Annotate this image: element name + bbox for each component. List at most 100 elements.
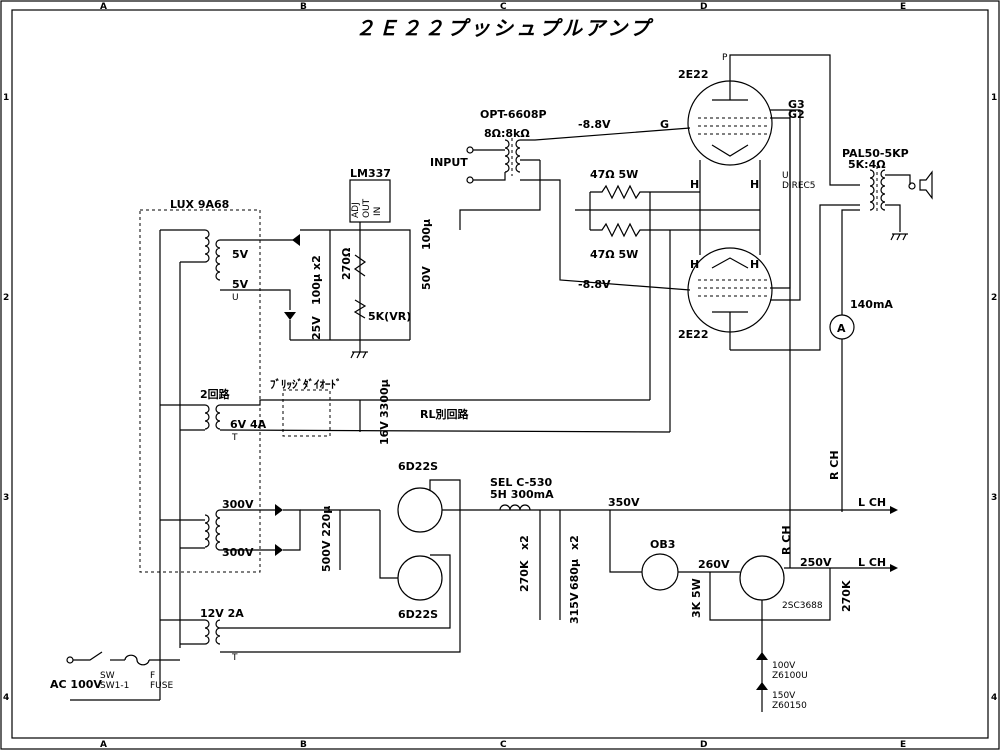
- input-jack-hot[interactable]: [466, 146, 474, 154]
- label-ac100: AC 100V: [50, 678, 102, 691]
- resistor-47-top: [590, 184, 700, 200]
- grid-row-4-left: 4: [3, 693, 9, 703]
- label-140ma: 140mA: [850, 298, 893, 311]
- label-cap100u: 100μ: [420, 219, 433, 250]
- grid-col-a-bot: A: [100, 740, 107, 750]
- label-adj: ADJ: [351, 202, 361, 218]
- label-rch-vert: R CH: [828, 450, 841, 480]
- label-opt-imp: 8Ω:8kΩ: [484, 127, 530, 140]
- label-in: IN: [373, 207, 383, 216]
- grid-col-b-top: B: [300, 2, 307, 12]
- label-r270: 270Ω: [340, 247, 353, 280]
- label-tr: 2SC3688: [782, 601, 823, 611]
- label-bias-top: -8.8V: [578, 118, 611, 131]
- label-g: G: [660, 118, 669, 131]
- wire-plate-top: [729, 54, 860, 186]
- grid-row-3-left: 3: [3, 493, 9, 503]
- label-rch-2: R CH: [780, 525, 793, 555]
- label-sw1: SW1-1: [100, 681, 129, 691]
- label-lux: LUX 9A68: [170, 198, 229, 211]
- grid-row-2-left: 2: [3, 293, 9, 303]
- inner-frame: [11, 9, 989, 739]
- wire-g2: [770, 109, 801, 301]
- label-out: OUT: [362, 198, 372, 218]
- diode-icon-hv-a: [275, 504, 283, 516]
- grid-row-1-left: 1: [3, 93, 9, 103]
- label-z60150: Z60150: [772, 701, 807, 711]
- diagram-title: ２Ｅ２２プッシュプルアンプ: [355, 16, 654, 40]
- grid-row-4-right: 4: [991, 693, 997, 703]
- grid-col-d-bot: D: [700, 740, 707, 750]
- zener-icon-150v: [756, 682, 768, 690]
- arrow-lch-2: [890, 564, 898, 572]
- label-h2: H: [750, 178, 759, 191]
- bridge-diode: [282, 389, 331, 437]
- label-pal-imp: 5K:4Ω: [848, 158, 886, 171]
- label-5v-b: 5V: [232, 278, 249, 291]
- label-16v: 16V: [378, 421, 391, 445]
- input-jack-gnd[interactable]: [466, 176, 474, 184]
- fuse-icon: [124, 654, 150, 666]
- resistor-47-bot: [590, 222, 760, 238]
- label-r47b: 47Ω 5W: [590, 248, 638, 261]
- label-choke: 5H 300mA: [490, 488, 554, 501]
- diode-icon-5v-b: [284, 312, 296, 320]
- label-lch-1: L CH: [858, 496, 886, 509]
- label-g3: G3: [788, 98, 805, 111]
- label-sw: SW: [100, 671, 115, 681]
- label-ammeter: A: [837, 322, 846, 335]
- lm337-regulator: [349, 179, 391, 223]
- transistor-2sc3688: [739, 555, 785, 601]
- label-x2b: x2: [518, 535, 531, 550]
- label-2circ: 2回路: [200, 387, 231, 401]
- wire-grid-top: [520, 127, 691, 141]
- power-switch[interactable]: [73, 651, 103, 661]
- grid-col-b-bot: B: [300, 740, 307, 750]
- label-t2: T: [231, 653, 238, 663]
- zener-icon-100v: [756, 652, 768, 660]
- label-6v4a: 6V 4A: [230, 418, 267, 431]
- label-6d22s-bot: 6D22S: [398, 608, 438, 621]
- grid-labels: A B C D E A B C D E 1 2 3 4 1 2 3 4: [3, 2, 997, 750]
- tube-ob3: [641, 553, 679, 591]
- label-direc5: DIREC5: [782, 181, 816, 191]
- label-h3: H: [690, 258, 699, 271]
- label-z150: 150V: [772, 691, 796, 701]
- label-c33000: 3300μ: [378, 379, 391, 418]
- grid-col-c-top: C: [500, 2, 507, 12]
- label-v50: 50V: [420, 266, 433, 290]
- label-c100u2: 100μ: [310, 274, 323, 305]
- label-300v-b: 300V: [222, 546, 254, 559]
- label-u1: U: [232, 293, 239, 303]
- label-opt: OPT-6608P: [480, 108, 547, 121]
- label-x2c: x2: [568, 535, 581, 550]
- label-6d22s-top: 6D22S: [398, 460, 438, 473]
- label-ob3: OB3: [650, 538, 675, 551]
- output-transformer: [869, 166, 886, 212]
- speaker-terminal[interactable]: [908, 182, 916, 190]
- vr-5k: [353, 299, 367, 319]
- label-t1: T: [231, 433, 238, 443]
- arrow-lch-1: [890, 506, 898, 514]
- grid-col-e-bot: E: [900, 740, 906, 750]
- label-lm337: LM337: [350, 167, 391, 180]
- grid-row-2-right: 2: [991, 293, 997, 303]
- label-tube-top: 2E22: [678, 68, 708, 81]
- label-z100: 100V: [772, 661, 796, 671]
- ac-terminal[interactable]: [66, 656, 74, 664]
- label-300v-a: 300V: [222, 498, 254, 511]
- choke-icon: [499, 504, 531, 511]
- label-350v: 350V: [608, 496, 640, 509]
- label-h1: H: [690, 178, 699, 191]
- label-f: F: [150, 671, 155, 681]
- diode-icon-5v: [292, 234, 300, 246]
- lux-transformer-box: [139, 209, 261, 573]
- label-tube-bot: 2E22: [678, 328, 708, 341]
- label-5v-a: 5V: [232, 248, 249, 261]
- label-r3k: 3K 5W: [690, 578, 703, 618]
- label-12v2a: 12V 2A: [200, 607, 244, 620]
- label-r270k2: 270K: [840, 580, 853, 612]
- input-transformer: [504, 138, 521, 176]
